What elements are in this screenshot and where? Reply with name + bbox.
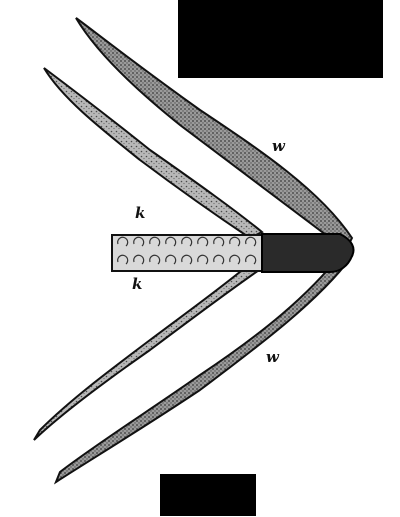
dark-tip xyxy=(262,234,354,272)
label-outer-upper: w xyxy=(272,139,285,154)
redaction-block-top xyxy=(178,0,383,78)
label-outer-lower: w xyxy=(266,350,279,365)
label-inner-lower: k xyxy=(132,277,142,292)
outer-lower-arm xyxy=(56,250,352,482)
label-inner-upper: k xyxy=(135,206,145,221)
redaction-block-bottom xyxy=(160,474,256,516)
central-stalk xyxy=(112,235,264,271)
